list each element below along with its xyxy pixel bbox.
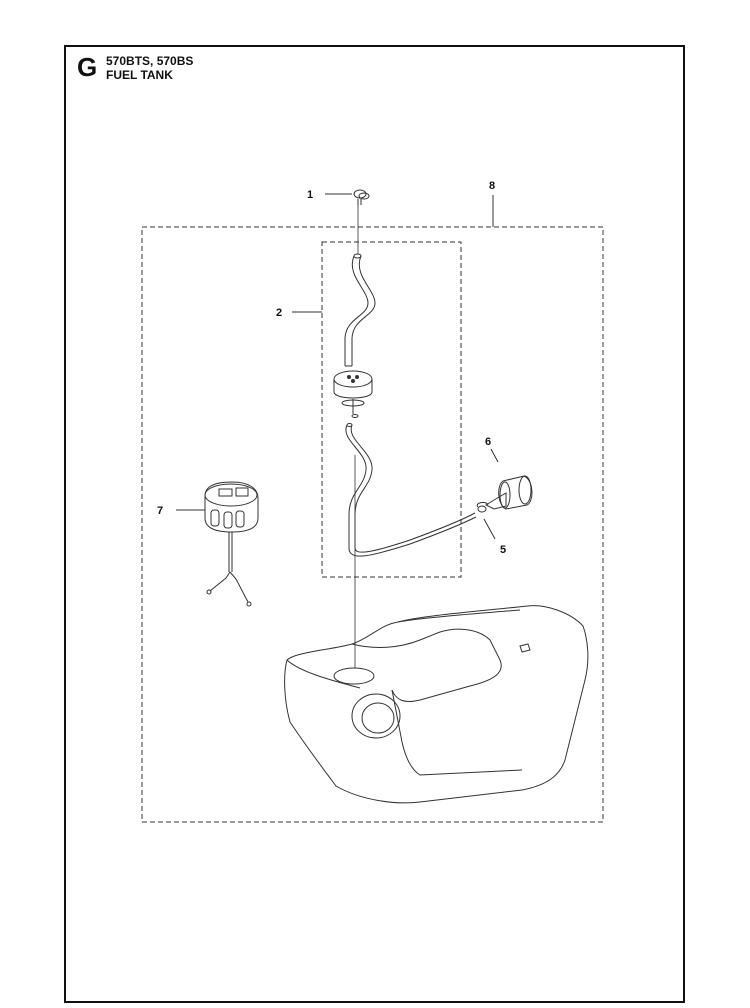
callout-6: 6 — [485, 436, 491, 448]
model-numbers: 570BTS, 570BS — [106, 54, 194, 68]
fuel-hose-lower-icon — [345, 423, 477, 557]
callout-7: 7 — [157, 505, 163, 517]
callout-8: 8 — [489, 180, 495, 192]
drawing-frame — [64, 45, 685, 1003]
fuel-filter-icon — [484, 475, 533, 510]
fuel-cap-icon — [204, 481, 259, 607]
callout-1: 1 — [307, 189, 313, 201]
assembly-2-boundary — [321, 241, 462, 578]
leader-line-6 — [490, 448, 499, 463]
fuel-hose-icon — [344, 253, 376, 367]
hose-clamp-icon — [353, 189, 370, 205]
grommet-icon — [333, 370, 373, 418]
callout-2: 2 — [276, 307, 282, 319]
section-letter: G — [77, 52, 98, 82]
leader-line-5 — [483, 518, 496, 540]
callout-5: 5 — [500, 544, 506, 556]
fuel-tank-assembly-icon — [284, 605, 589, 804]
hose-clip-icon — [476, 501, 489, 513]
page-title: FUEL TANK — [106, 68, 173, 82]
